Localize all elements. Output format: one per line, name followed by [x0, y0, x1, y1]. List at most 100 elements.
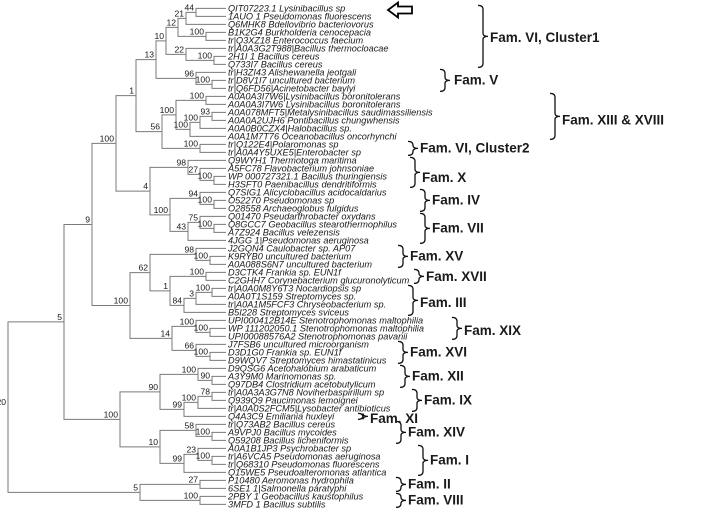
- bootstrap-value: 100: [114, 296, 129, 306]
- leaf-label: D3CTK4 Frankia sp. EUN1f: [228, 268, 342, 278]
- tree-branch: [115, 95, 150, 192]
- bootstrap-value: 98: [184, 244, 194, 254]
- family-brace: [395, 492, 407, 509]
- leaf-label: Q4A3C9 Emiliania huxleyi: [228, 412, 335, 422]
- tree-branch: [211, 79, 226, 89]
- bootstrap-value: 98: [176, 157, 186, 167]
- bootstrap-value: 93: [200, 106, 210, 116]
- bootstrap-value: 5: [57, 312, 62, 322]
- bootstrap-value: 14: [160, 328, 170, 338]
- tree-branch: [199, 495, 226, 505]
- family-label: Fam. IX: [424, 392, 472, 407]
- leaf-label: UPI000412B14E Stenotrophomonas maltophil…: [228, 316, 423, 326]
- leaf-label: C2GHH7 Corynebacterium glucuronolyticum: [228, 276, 410, 286]
- bootstrap-value: 100: [100, 133, 115, 143]
- leaf-label: A0A1M7T76 Oceanobacillus oncorhynchi: [227, 132, 397, 142]
- family-label: Fam. II: [408, 476, 451, 491]
- tree-branch: [199, 143, 226, 153]
- leaf-label: O28558 Archaeoglobus fulgidus: [228, 204, 359, 214]
- bootstrap-value: 43: [176, 221, 186, 231]
- tree-branch: [211, 431, 226, 441]
- leaf-label: P10480 Aeromonas hydrophila: [228, 476, 354, 486]
- leaf-label: tr|Q68310 Pseudomonas fluorescens: [228, 460, 380, 470]
- bootstrap-value: 100: [196, 426, 211, 436]
- family-brace: [397, 244, 409, 269]
- bootstrap-value: 100: [104, 409, 119, 419]
- bootstrap-value: 23: [186, 444, 196, 454]
- leaf-label: tr|A0A3A3G7N8 Noviherbaspirillum sp: [228, 388, 384, 398]
- tree-branch: [7, 321, 140, 493]
- family-brace: [451, 316, 463, 341]
- bootstrap-value: 9: [85, 214, 90, 224]
- leaf-label: A5FC78 Flavobacterium johnsoniae: [227, 164, 374, 174]
- family-brace: [399, 364, 411, 389]
- leaf-label: Q6MHK8 Bdellovibrio bacteriovorus: [228, 20, 374, 30]
- family-label: Fam. VIII: [408, 492, 464, 507]
- bootstrap-value: 100: [182, 392, 197, 402]
- tree-branch: [211, 287, 226, 297]
- leaf-label: A0A0A2UJH6 Pontibacillus chungwhensis: [227, 116, 400, 126]
- bootstrap-value: 12: [166, 17, 176, 27]
- tree-branch: [209, 351, 226, 361]
- bootstrap-value: 62: [138, 263, 148, 273]
- leaf-label: Q59208 Bacillus licheniformis: [228, 436, 349, 446]
- family-brace: [395, 420, 407, 445]
- leaf-label: tr|Q3XZ18 Enterococcus faecium: [228, 36, 363, 46]
- leaf-label: WP 000727321.1 Bacillus thuringiensis: [228, 172, 387, 182]
- tree-branch: [183, 401, 226, 417]
- leaf-label: tr|Q6FD56|Acinetobacter baylyi: [228, 84, 356, 94]
- leaf-label: tr|A0A1M5FCF3 Chryseobacterium sp.: [228, 300, 386, 310]
- leaf-label: Q01470 Pseudarthrobacter oxydans: [228, 212, 376, 222]
- bootstrap-value: 100: [180, 316, 195, 326]
- family-brace: [419, 212, 431, 245]
- bootstrap-value: 1: [163, 281, 168, 291]
- bootstrap-value: 100: [184, 138, 199, 148]
- bootstrap-value: 58: [184, 420, 194, 430]
- bootstrap-value: 100: [196, 450, 211, 460]
- leaf-label: H3SFT0 Paenibacillus dendritiformis: [228, 180, 377, 190]
- family-label: Fam. VII: [432, 220, 484, 235]
- bootstrap-value: 100: [160, 105, 175, 115]
- family-label: Fam. XVII: [426, 269, 487, 284]
- leaf-label: D9WQV7 Streptomyces himastatinicus: [228, 356, 387, 366]
- leaf-label: 2H1I 1 Bacillus cereus: [227, 52, 320, 62]
- tree-branch: [209, 327, 226, 337]
- family-brace: [439, 68, 451, 93]
- bootstrap-value: 99: [172, 399, 182, 409]
- family-brace: [477, 4, 489, 69]
- family-label: Fam. III: [420, 295, 467, 310]
- tree-branch: [189, 121, 226, 137]
- leaf-label: J2GQN4 Caulobacter sp. AP07: [227, 244, 356, 254]
- bootstrap-value: 90: [148, 382, 158, 392]
- family-brace: [419, 188, 431, 213]
- leaf-label: Q733I7 Bacillus cereus: [228, 60, 323, 70]
- bootstrap-value: 100: [198, 194, 213, 204]
- leaf-label: A0A0B0CZX4|Halobacillus sp.: [227, 124, 352, 134]
- leaf-label: K9RYB0 uncultured bacterium: [228, 252, 352, 262]
- bootstrap-value: 90: [200, 370, 210, 380]
- tree-branch: [211, 111, 226, 121]
- bootstrap-value: 10: [148, 437, 158, 447]
- family-label: Fam. XIX: [464, 323, 521, 338]
- family-brace: [409, 156, 421, 189]
- bootstrap-value: 100: [196, 282, 211, 292]
- family-brace: [407, 284, 419, 317]
- leaf-label: Q939Q9 Paucimonas lemoignei: [228, 396, 359, 406]
- bootstrap-value: 44: [184, 2, 194, 12]
- leaf-label: A0A078MFT5|Metalysinibacillus saudimassi…: [227, 108, 433, 118]
- bootstrap-values: 4421100121002210100961310093100100100100…: [0, 2, 212, 500]
- family-label: Fam. XIII & XVIII: [562, 112, 664, 127]
- family-label: Fam. XI: [370, 411, 418, 426]
- family-label: Fam. XII: [412, 368, 464, 383]
- bootstrap-value: 84: [172, 295, 182, 305]
- family-brace: [417, 444, 429, 477]
- tree-branch: [199, 479, 226, 489]
- leaf-label: A0A1B1JP3 Psychrobacter sp: [227, 444, 351, 454]
- family-label: Fam. I: [430, 452, 469, 467]
- leaf-label: Q8GCC7 Geobacillus stearothermophilus: [228, 220, 397, 230]
- leaf-label: tr|A0A3G2T988|Bacillus thermocloacae: [228, 44, 389, 54]
- bootstrap-value: 100: [194, 250, 209, 260]
- tree-branch: [209, 255, 226, 265]
